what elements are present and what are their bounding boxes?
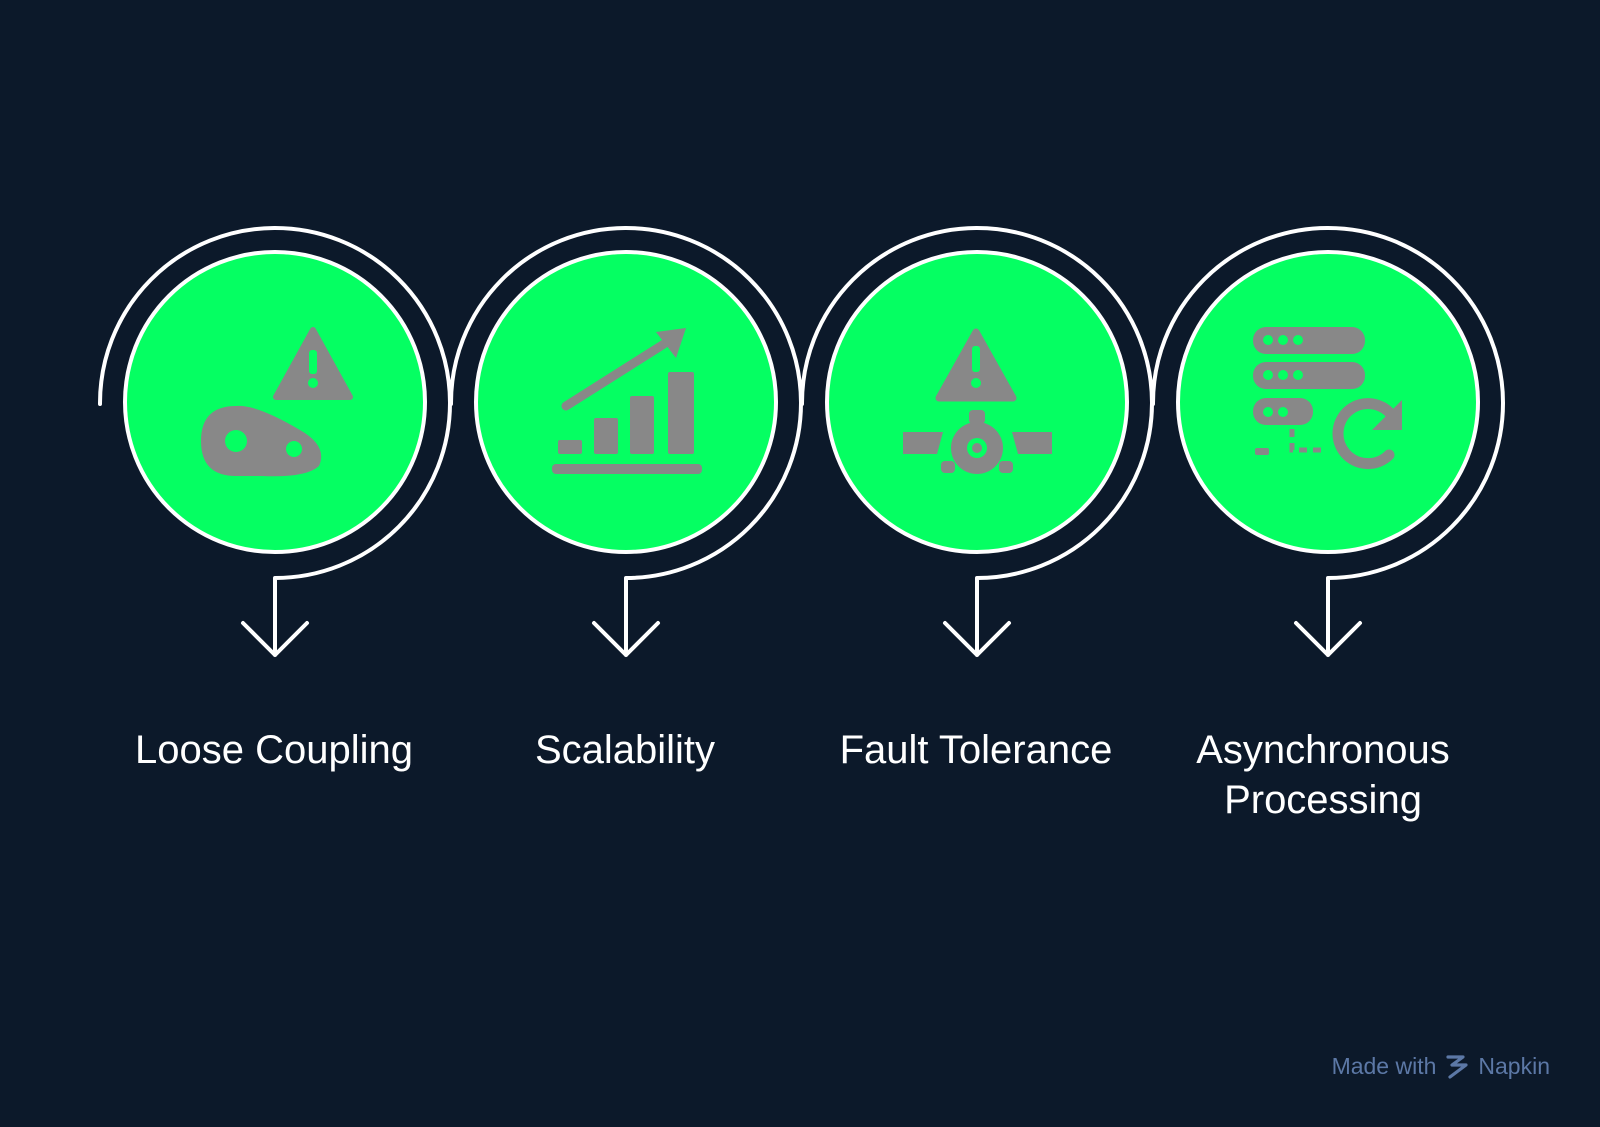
broken-pipe-warning-icon: [903, 328, 1052, 474]
step-2-label: Scalability: [534, 728, 716, 772]
step-4-circle: [1176, 250, 1480, 554]
step-1: [97, 226, 452, 657]
step-2: [448, 226, 803, 657]
step-3: [799, 226, 1154, 657]
step-3-label: Fault Tolerance: [839, 728, 1113, 772]
step-2-circle: [474, 250, 778, 554]
step-1-circle: [123, 250, 427, 554]
growth-bar-chart-icon: [552, 328, 702, 474]
step-3-arc-arrow: [799, 226, 1154, 657]
step-3-circle: [825, 250, 1129, 554]
napkin-logo-icon: [1446, 1054, 1468, 1080]
server-refresh-icon: [1253, 327, 1402, 470]
step-4-label: Asynchronous Processing: [1196, 728, 1450, 822]
watermark-brand: Napkin: [1478, 1053, 1550, 1079]
step-4: [1150, 226, 1505, 657]
watermark-prefix: Made with: [1331, 1053, 1437, 1079]
step-1-arc-arrow: [97, 226, 452, 657]
chain-link-warning-icon: [201, 327, 353, 477]
step-1-label: Loose Coupling: [135, 728, 413, 772]
step-4-arc-arrow: [1150, 226, 1505, 657]
watermark[interactable]: Made with Napkin: [1332, 1053, 1550, 1080]
step-2-arc-arrow: [448, 226, 803, 657]
